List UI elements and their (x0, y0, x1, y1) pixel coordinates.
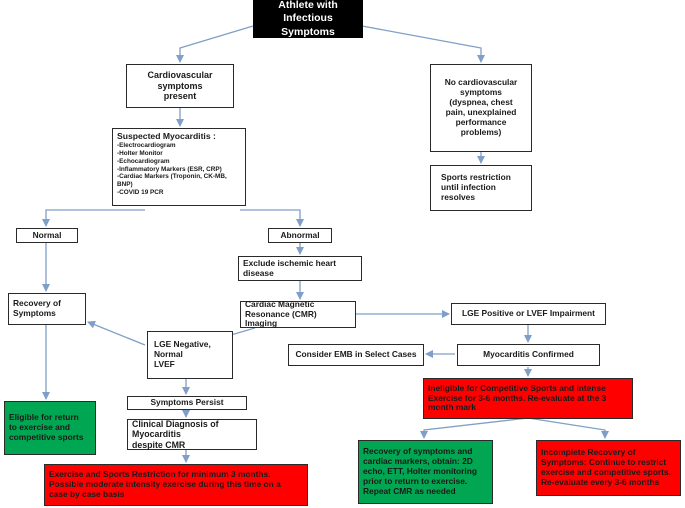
arrow-title-to-nocv (361, 25, 485, 63)
symptoms-persist-box: Symptoms Persist (127, 396, 247, 410)
cv-present-box: Cardiovascular symptoms present (126, 64, 234, 108)
sports-restriction-line2: until infection (441, 182, 496, 193)
arrow-suspected-to-abnormal (240, 209, 304, 227)
lge-positive-label: LGE Positive or LVEF Impairment (462, 308, 595, 319)
incomplete-recovery-box: Incomplete Recovery of Symptoms: Continu… (536, 440, 681, 496)
recovery-markers-line1: Recovery of symptoms and (363, 446, 473, 457)
lge-negative-box: LGE Negative, Normal LVEF (147, 331, 233, 379)
suspected-item: -Holter Monitor (117, 149, 163, 157)
cv-present-line1: Cardiovascular (147, 70, 213, 81)
recovery-markers-box: Recovery of symptoms and cardiac markers… (358, 440, 493, 504)
eligible-line1: Eligible for return (9, 412, 79, 423)
title-line2: Symptoms (281, 25, 335, 38)
ineligible-box: Ineligible for Competitive Sports and in… (423, 378, 633, 419)
incomplete-line3: exercise and competitive sports. (541, 467, 671, 477)
sports-restriction-box: Sports restriction until infection resol… (430, 165, 532, 211)
suspected-item: -Electrocardiogram (117, 142, 176, 150)
exercise-restriction-box: Exercise and Sports Restriction for mini… (44, 464, 308, 506)
clinical-line2: despite CMR (132, 439, 186, 450)
recovery-markers-line5: Repeat CMR as needed (363, 485, 456, 496)
suspected-item: -COVID 19 PCR (117, 189, 164, 197)
abnormal-box: Abnormal (268, 228, 332, 243)
eligible-box: Eligible for return to exercise and comp… (4, 401, 96, 455)
ineligible-line2: Exercise for 3-6 months. Re-evaluate at … (428, 392, 607, 403)
confirmed-label: Myocarditis Confirmed (483, 349, 574, 360)
eligible-line3: competitive sports (9, 431, 84, 442)
recovery-markers-line4: prior to return to exercise. (363, 475, 468, 486)
persist-label: Symptoms Persist (150, 397, 224, 408)
no-cv-line4: pain, unexplained (445, 107, 517, 117)
lge-negative-line2: LVEF (154, 358, 175, 369)
cmr-box: Cardiac Magnetic Resonance (CMR) Imaging (240, 298, 356, 329)
normal-label: Normal (32, 229, 62, 240)
recovery-symptoms-box: Recovery of Symptoms (8, 293, 86, 325)
recovery-markers-line2: cardiac markers, obtain: 2D (363, 456, 473, 467)
clinical-diagnosis-box: Clinical Diagnosis of Myocarditis despit… (127, 419, 257, 450)
incomplete-line1: Incomplete Recovery of (541, 447, 636, 458)
arrow-lgeneg-to-recovery (87, 320, 146, 346)
suspected-heading: Suspected Myocarditis : (117, 131, 216, 141)
sports-restriction-line3: resolves (441, 191, 475, 202)
ineligible-line1: Ineligible for Competitive Sports and in… (428, 382, 606, 393)
lge-negative-line1: LGE Negative, Normal (154, 339, 211, 360)
suspected-myocarditis-box: Suspected Myocarditis : -Electrocardiogr… (112, 128, 246, 206)
no-cv-line2: symptoms (460, 87, 502, 98)
exclude-line2: disease (243, 267, 274, 278)
lge-positive-box: LGE Positive or LVEF Impairment (451, 303, 606, 325)
arrow-ineligible-to-recovery-markers (420, 417, 529, 439)
incomplete-line4: Re-evaluate every 3-6 months (541, 476, 660, 487)
title-line1: Athlete with Infectious (278, 0, 338, 25)
no-cv-line3: (dyspnea, chest (449, 97, 513, 108)
cmr-line1: Cardiac Magnetic (245, 298, 315, 309)
exclude-ischemic-box: Exclude ischemic heart disease (238, 256, 362, 281)
exclude-line1: Exclude ischemic heart (243, 257, 337, 268)
suspected-item: -Echocardiogram (117, 157, 170, 165)
title-box: Athlete with Infectious Symptoms (253, 0, 363, 38)
arrow-suspected-to-normal (42, 209, 145, 227)
recovery-markers-line3: echo, ETT, Holter monitoring (363, 466, 477, 477)
no-cv-box: No cardiovascular symptoms (dyspnea, che… (430, 64, 532, 152)
exercise-restriction-line3: case by case basis (49, 488, 125, 499)
ineligible-line3: month mark (428, 402, 476, 413)
cv-present-line2: symptoms (157, 80, 203, 91)
incomplete-line2: Symptoms: Continue to restrict (541, 457, 667, 468)
eligible-line2: to exercise and (9, 422, 70, 433)
abnormal-label: Abnormal (280, 229, 320, 240)
myocarditis-confirmed-box: Myocarditis Confirmed (457, 344, 600, 366)
exercise-restriction-line1: Exercise and Sports Restriction for mini… (49, 469, 271, 480)
suspected-item: -Inflammatory Markers (ESR, CRP) (117, 165, 222, 173)
clinical-line1: Clinical Diagnosis of Myocarditis (132, 418, 219, 440)
no-cv-line5: performance (455, 116, 507, 127)
exercise-restriction-line2: Possible moderate intensity exercise dur… (49, 479, 281, 490)
sports-restriction-line1: Sports restriction (441, 172, 511, 183)
recovery-line1: Recovery of (13, 298, 61, 309)
emb-label: Consider EMB in Select Cases (295, 349, 417, 360)
arrow-ineligible-to-incomplete (527, 417, 609, 439)
arrow-title-to-cv (176, 25, 254, 63)
normal-box: Normal (16, 228, 78, 243)
no-cv-line1: No cardiovascular (444, 77, 518, 88)
recovery-line2: Symptoms (13, 308, 56, 318)
cmr-line2: Resonance (CMR) Imaging (245, 308, 317, 329)
suspected-item: -Cardiac Markers (Troponin, CK-MB, BNP) (117, 173, 227, 189)
cv-present-line3: present (163, 91, 197, 102)
emb-box: Consider EMB in Select Cases (288, 344, 424, 366)
no-cv-line6: problems) (460, 126, 502, 137)
